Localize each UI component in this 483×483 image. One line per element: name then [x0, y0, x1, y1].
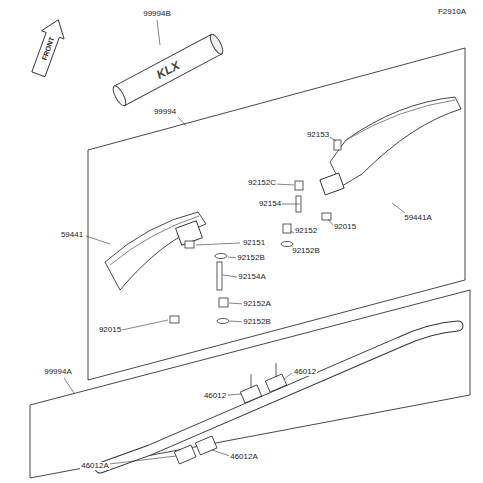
callout-number: 92154A	[237, 273, 267, 281]
callout-number: 99994	[153, 108, 177, 116]
leader-line	[86, 236, 110, 244]
leader-line	[228, 394, 242, 395]
callout-number: 92152B	[291, 247, 321, 255]
callout-number: 92152	[294, 227, 318, 235]
leader-line	[122, 320, 168, 330]
callout-number: 92015	[98, 326, 122, 334]
callout-number: 46012	[203, 392, 227, 400]
handlebar	[100, 326, 458, 468]
leader-line	[64, 378, 74, 393]
leader-lines	[64, 20, 405, 464]
front-arrow	[27, 16, 69, 79]
upper-panel	[88, 48, 465, 380]
leader-line	[109, 456, 176, 464]
left-hand-guard	[105, 212, 206, 290]
hardware	[170, 140, 341, 324]
callout-number: 92015	[333, 223, 357, 231]
callout-number: 92152C	[247, 179, 277, 187]
callout-number: 59441A	[403, 214, 433, 222]
leader-line	[282, 204, 300, 205]
callout-number: 46012	[293, 368, 317, 376]
leader-line	[284, 373, 292, 379]
callout-number: 92154	[258, 200, 282, 208]
leader-line	[157, 20, 160, 45]
clamps	[174, 363, 286, 464]
callout-number: 46012A	[80, 462, 110, 470]
leader-line	[212, 450, 230, 456]
callout-number: 99994B	[142, 10, 172, 18]
leader-line	[275, 184, 294, 185]
leader-line	[392, 203, 405, 213]
figure-code: F2910A	[437, 8, 467, 16]
leader-line	[196, 243, 240, 245]
callout-number: 46012A	[229, 453, 259, 461]
callout-number: 92152B	[242, 318, 272, 326]
callout-number: 99994A	[43, 368, 73, 376]
grip-pad	[111, 33, 226, 108]
callout-number: 59441	[60, 231, 84, 239]
leader-line	[330, 137, 336, 141]
leader-line	[178, 117, 186, 126]
right-hand-guard	[320, 97, 461, 195]
callout-number: 92152A	[242, 300, 272, 308]
callout-number: 92153	[306, 131, 330, 139]
callout-number: 92151	[242, 239, 266, 247]
callout-number: 92152B	[236, 254, 266, 262]
lower-panel	[30, 290, 470, 478]
leader-line	[223, 275, 237, 277]
